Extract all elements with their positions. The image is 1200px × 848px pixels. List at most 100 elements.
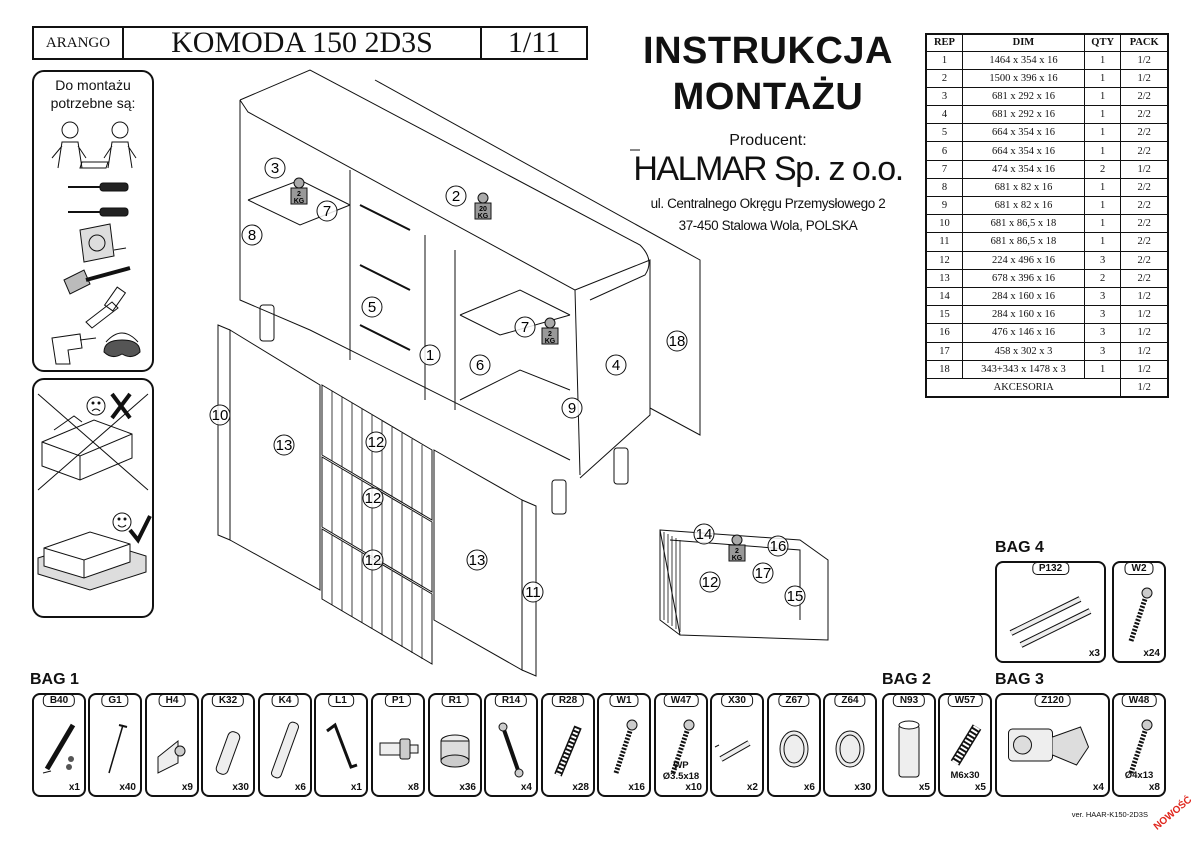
part-dim: 664 x 354 x 16	[961, 141, 1085, 161]
part-pack: 1/2	[1120, 359, 1169, 379]
cam-bolt-icon	[554, 725, 582, 777]
item-spec: WP	[673, 760, 689, 771]
part-dim: 681 x 82 x 16	[961, 177, 1085, 198]
callout-label: 6	[476, 357, 484, 374]
accessories-pack: 1/2	[1120, 377, 1169, 398]
page-number: 1/11	[482, 26, 588, 60]
item-quantity: x8	[407, 782, 419, 793]
leg-icon	[898, 720, 920, 778]
item-code: Z64	[834, 694, 866, 707]
part-qty: 2	[1083, 268, 1122, 288]
part-rep: 9	[925, 195, 963, 216]
callout-label: 18	[669, 333, 686, 350]
callout-label: 14	[696, 526, 713, 543]
callout-circle	[514, 316, 536, 338]
weight-badge-top: 20 KG	[474, 192, 492, 220]
item-code: B40	[42, 694, 76, 707]
item-code: N93	[892, 694, 926, 707]
part-pack: 2/2	[1120, 214, 1169, 234]
item-code: W1	[609, 694, 639, 707]
title-line-1: INSTRUKCJA	[643, 30, 893, 72]
callout-label: 1	[426, 347, 434, 364]
item-code: L1	[328, 694, 354, 707]
item-code: Z120	[1034, 694, 1071, 707]
callout-label: 11	[525, 584, 541, 601]
tools-illustration	[51, 121, 141, 365]
weight-badge-shelf-2: 2 KG	[541, 317, 559, 345]
item-quantity: x4	[1092, 782, 1104, 793]
bag3-title: BAG 3	[995, 671, 1044, 688]
producer-address-line-2: 37-450 Stalowa Wola, POLSKA	[678, 218, 858, 233]
cap-icon	[779, 730, 809, 768]
callout-circle	[767, 535, 789, 557]
col-dim: DIM	[961, 33, 1085, 52]
nail-icon	[108, 724, 128, 774]
weight-badge-drawer: 2 KG	[728, 534, 746, 562]
item-quantity: x5	[918, 782, 930, 793]
callout-label: 12	[368, 434, 385, 451]
part-pack: 2/2	[1120, 195, 1169, 216]
callout-label: 10	[212, 407, 229, 424]
long-dowel-icon	[271, 721, 299, 779]
callout-label: 3	[271, 160, 279, 177]
item-code: W47	[663, 694, 699, 707]
callout-circle	[561, 397, 583, 419]
part-dim: 343+343 x 1478 x 3	[961, 359, 1085, 379]
weight-shelf-value: 2	[297, 191, 301, 198]
part-qty: 1	[1083, 232, 1122, 252]
handling-instructions-panel	[32, 378, 154, 618]
weight-badge-shelf: 2 KG	[290, 177, 308, 205]
item-code: W2	[1124, 562, 1154, 575]
item-quantity: x24	[1143, 648, 1160, 659]
tape-measure-icon	[79, 223, 127, 263]
part-dim: 664 x 354 x 16	[961, 123, 1085, 143]
part-pack: 2/2	[1120, 177, 1169, 198]
item-code: X30	[721, 694, 753, 707]
item-code: K32	[211, 694, 245, 707]
callout-circle	[693, 523, 715, 545]
item-quantity: x4	[520, 782, 532, 793]
callout-circle	[699, 571, 721, 593]
callout-circle	[316, 200, 338, 222]
part-qty: 1	[1083, 123, 1122, 143]
part-dim: 678 x 396 x 16	[961, 268, 1085, 288]
brand-label: ARANGO	[32, 26, 124, 60]
callout-circle	[445, 185, 467, 207]
part-pack: 2/2	[1120, 86, 1169, 107]
item-code: P132	[1031, 562, 1070, 575]
hammer-icon	[63, 266, 131, 295]
part-rep: 18	[925, 359, 963, 379]
callout-circle	[752, 562, 774, 584]
callout-label: 13	[469, 552, 486, 569]
callout-circle	[666, 330, 688, 352]
item-code: G1	[101, 694, 129, 707]
cam-lock-icon	[440, 734, 470, 768]
required-tools-panel: Do montażu potrzebne są:	[32, 70, 154, 372]
part-qty: 1	[1083, 359, 1122, 379]
part-rep: 1	[925, 50, 963, 70]
callout-label: 7	[323, 203, 331, 220]
part-pack: 2/2	[1120, 250, 1169, 270]
callout-circle	[273, 434, 295, 456]
producer-address-line-1: ul. Centralnego Okręgu Przemysłowego 2	[650, 196, 886, 211]
screwdriver-icon	[68, 207, 129, 217]
weight-drawer-value: 2	[735, 548, 739, 555]
callout-label: 17	[755, 565, 772, 582]
part-qty: 1	[1083, 195, 1122, 216]
part-dim: 284 x 160 x 16	[961, 305, 1085, 325]
part-dim: 681 x 292 x 16	[961, 105, 1085, 125]
document-title: INSTRUKCJA MONTAŻU	[618, 28, 918, 120]
item-quantity: x16	[628, 782, 645, 793]
hex-key-icon	[326, 722, 358, 769]
producer-label: Producent:	[729, 132, 807, 149]
part-dim: 458 x 302 x 3	[961, 341, 1085, 361]
